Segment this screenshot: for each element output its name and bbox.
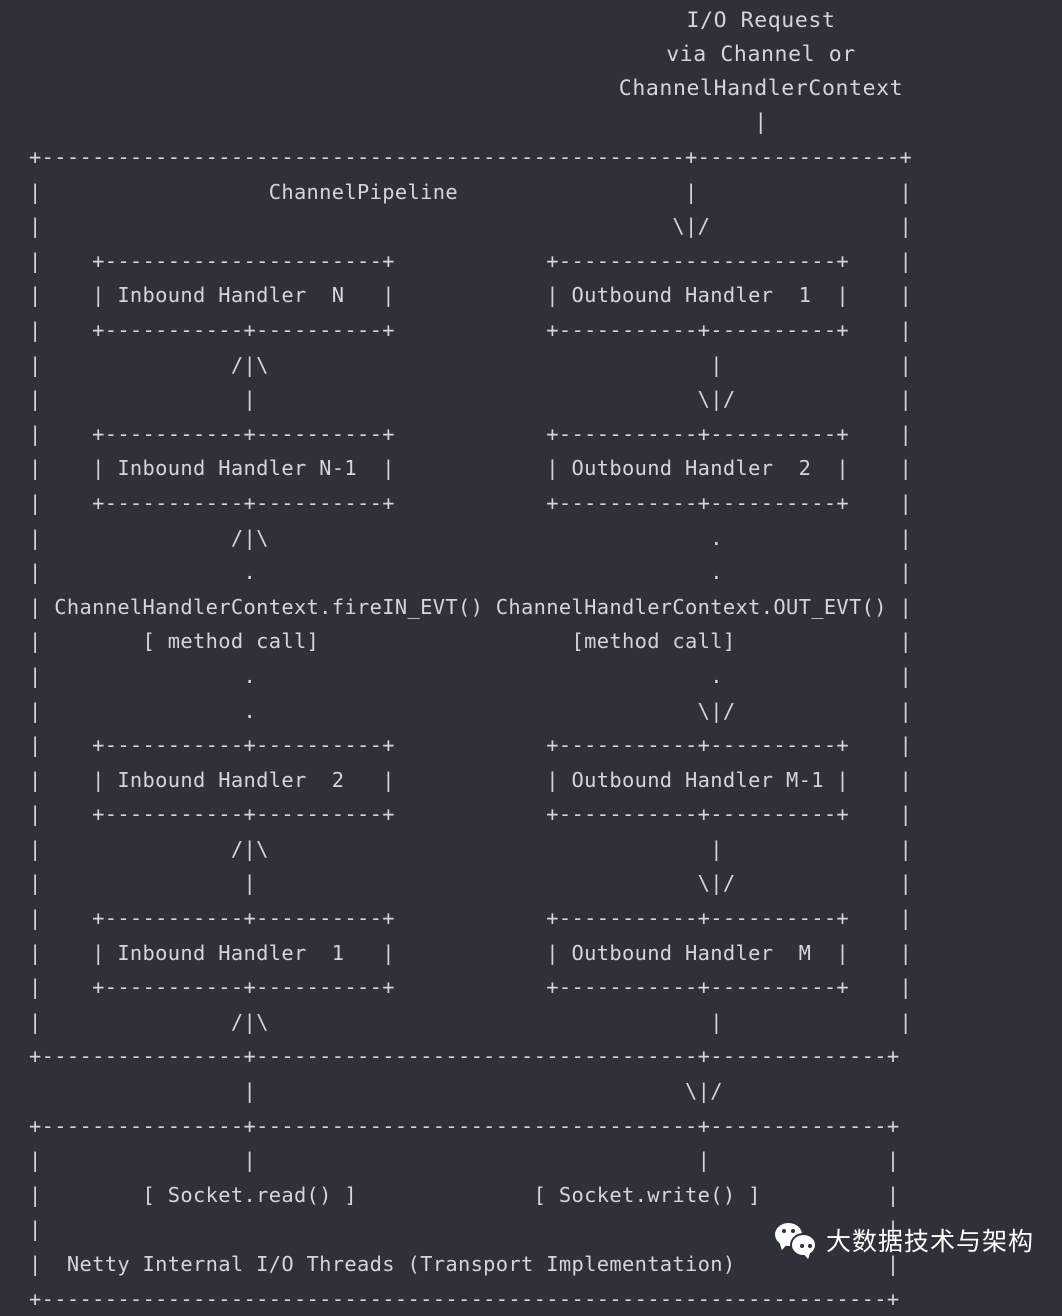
diagram-header: I/O Request via Channel or ChannelHandle… bbox=[0, 4, 1062, 140]
channel-pipeline-ascii-art: +---------------------------------------… bbox=[29, 145, 913, 1311]
header-line-io-request: I/O Request bbox=[686, 8, 836, 33]
header-line-channel-handler-context: ChannelHandlerContext bbox=[618, 76, 904, 101]
header-line-entry-arrow: | bbox=[754, 110, 768, 135]
header-line-via-channel: via Channel or bbox=[666, 42, 856, 67]
